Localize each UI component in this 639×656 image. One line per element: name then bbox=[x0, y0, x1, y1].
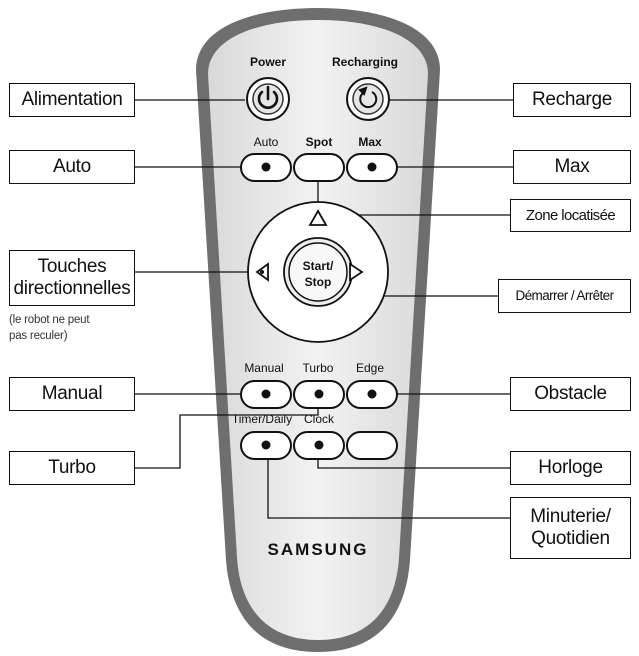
max-label: Max bbox=[358, 135, 382, 149]
callout-recharge-text: Recharge bbox=[532, 89, 612, 111]
dot-icon bbox=[367, 389, 377, 399]
callout-minuterie-line1: Minuterie/ bbox=[530, 506, 611, 528]
manual-label: Manual bbox=[244, 361, 283, 375]
touches-note: (le robot ne peut pas reculer) bbox=[9, 312, 139, 344]
spot-label: Spot bbox=[306, 135, 333, 149]
edge-button[interactable] bbox=[346, 380, 398, 409]
touches-note-line2: pas reculer) bbox=[9, 330, 68, 343]
turbo-label: Turbo bbox=[303, 361, 334, 375]
callout-max-text: Max bbox=[554, 156, 590, 178]
spot-button[interactable] bbox=[293, 153, 345, 182]
callout-turbo-text: Turbo bbox=[48, 457, 96, 479]
dot-icon bbox=[314, 440, 324, 450]
callout-obstacle-text: Obstacle bbox=[534, 383, 607, 405]
callout-alimentation-text: Alimentation bbox=[21, 89, 123, 111]
callout-touches-directionnelles: Touches directionnelles bbox=[9, 250, 135, 306]
callout-demarrer-arreter: Démarrer / Arrêter bbox=[498, 279, 631, 313]
auto-label: Auto bbox=[254, 135, 279, 149]
timer-daily-button[interactable] bbox=[240, 431, 292, 460]
triangle-up-icon[interactable] bbox=[308, 209, 328, 226]
dot-icon bbox=[314, 389, 324, 399]
power-label: Power bbox=[250, 55, 286, 69]
direction-pad bbox=[247, 201, 389, 343]
callout-minuterie-line2: Quotidien bbox=[531, 528, 610, 549]
recharging-button[interactable] bbox=[346, 77, 390, 121]
brand-logo: SAMSUNG bbox=[268, 540, 369, 559]
clock-button[interactable] bbox=[293, 431, 345, 460]
callout-demarrer-text: Démarrer / Arrêter bbox=[515, 288, 615, 304]
max-button[interactable] bbox=[346, 153, 398, 182]
callout-horloge: Horloge bbox=[510, 451, 631, 485]
start-label-line1: Start/ bbox=[303, 259, 334, 273]
callout-manual-text: Manual bbox=[41, 383, 103, 405]
dot-icon bbox=[261, 389, 271, 399]
line-turbo bbox=[135, 400, 319, 469]
callout-alimentation: Alimentation bbox=[9, 83, 135, 117]
triangle-right-icon[interactable] bbox=[349, 262, 364, 282]
dot-icon bbox=[367, 162, 377, 172]
dot-icon bbox=[261, 162, 271, 172]
touches-note-line1: (le robot ne peut bbox=[9, 314, 90, 326]
triangle-left-icon[interactable] bbox=[255, 262, 269, 282]
callout-touches-line2: directionnelles bbox=[13, 278, 131, 299]
callout-manual: Manual bbox=[9, 377, 135, 411]
callout-max: Max bbox=[513, 150, 631, 184]
callout-touches-line1: Touches bbox=[37, 256, 107, 278]
recharging-icon bbox=[358, 86, 378, 109]
callout-obstacle: Obstacle bbox=[510, 377, 631, 411]
turbo-button[interactable] bbox=[293, 380, 345, 409]
start-stop-button[interactable]: Start/ Stop bbox=[303, 259, 334, 289]
callout-turbo: Turbo bbox=[9, 451, 135, 485]
manual-button[interactable] bbox=[240, 380, 292, 409]
blank-button[interactable] bbox=[346, 431, 398, 460]
power-icon bbox=[257, 85, 279, 109]
callout-minuterie-quotidien: Minuterie/ Quotidien bbox=[510, 497, 631, 559]
callout-auto: Auto bbox=[9, 150, 135, 184]
callout-horloge-text: Horloge bbox=[538, 457, 603, 479]
clock-label: Clock bbox=[304, 412, 335, 426]
auto-button[interactable] bbox=[240, 153, 292, 182]
callout-recharge: Recharge bbox=[513, 83, 631, 117]
dot-icon bbox=[261, 440, 271, 450]
start-label-line2: Stop bbox=[305, 275, 332, 289]
callout-zone-text: Zone locatisée bbox=[525, 206, 616, 224]
callout-zone-localisee: Zone locatisée bbox=[510, 199, 631, 232]
callout-auto-text: Auto bbox=[53, 156, 91, 178]
line-minuterie bbox=[267, 446, 510, 519]
edge-label: Edge bbox=[356, 361, 384, 375]
timer-daily-label: Timer/Daily bbox=[232, 412, 292, 426]
power-button[interactable] bbox=[246, 77, 290, 121]
recharging-label: Recharging bbox=[332, 55, 398, 69]
